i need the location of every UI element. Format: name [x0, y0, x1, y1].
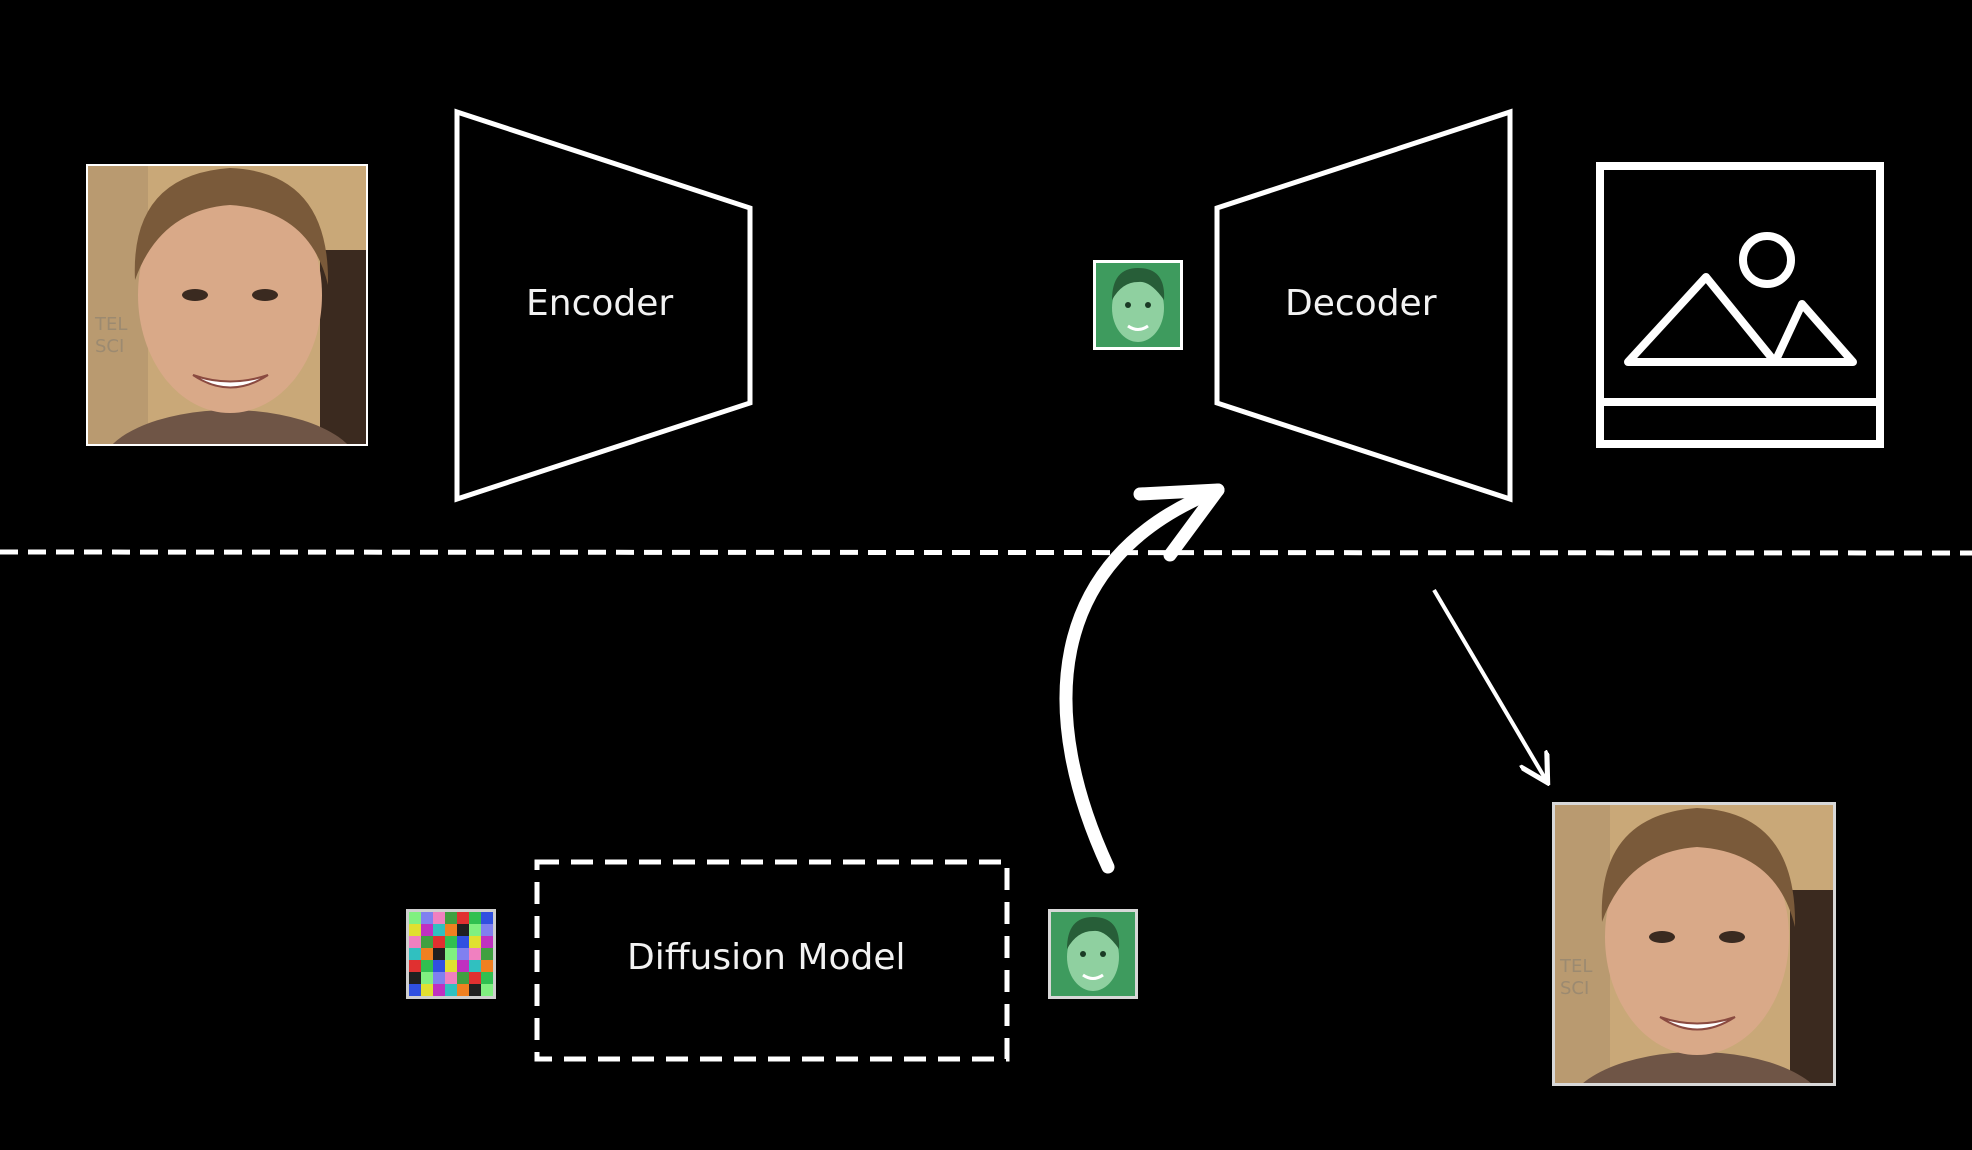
noise-cell [409, 948, 421, 960]
latent-thumbnail-bottom [1048, 909, 1138, 999]
encoder-label: Encoder [526, 283, 674, 324]
noise-cell [409, 912, 421, 924]
curved-arrow [1059, 483, 1225, 874]
noise-cell [481, 984, 493, 996]
svg-text:SCI: SCI [1560, 978, 1589, 999]
divider-dashed-line [0, 549, 1972, 556]
svg-text:TEL: TEL [94, 314, 127, 335]
output-arrow [1432, 588, 1546, 780]
noise-cell [433, 924, 445, 936]
diffusion-model-label: Diffusion Model [627, 937, 906, 978]
decoder-trapezoid [1214, 108, 1513, 503]
svg-text:SCI: SCI [95, 336, 124, 357]
noise-cell [421, 960, 433, 972]
noise-cell [445, 924, 457, 936]
noise-cell [469, 912, 481, 924]
input-face-photo: TEL SCI [86, 164, 368, 446]
noise-cell [445, 972, 457, 984]
output-face-photo: TEL SCI [1552, 802, 1836, 1086]
noise-cell [409, 936, 421, 948]
noise-cell [457, 960, 469, 972]
noise-cell [421, 984, 433, 996]
noise-cell [457, 948, 469, 960]
noise-cell [481, 948, 493, 960]
noise-cell [409, 924, 421, 936]
noise-cell [445, 912, 457, 924]
latent-thumbnail-top [1093, 260, 1183, 350]
noise-cell [421, 936, 433, 948]
noise-cell [409, 984, 421, 996]
noise-cell [421, 912, 433, 924]
noise-cell [457, 984, 469, 996]
noise-cell [445, 960, 457, 972]
noise-cell [409, 972, 421, 984]
image-icon [1596, 162, 1884, 448]
noise-cell [457, 924, 469, 936]
noise-cell [445, 948, 457, 960]
noise-cell [457, 912, 469, 924]
encoder-trapezoid [454, 108, 753, 503]
noise-cell [469, 948, 481, 960]
noise-cell [433, 948, 445, 960]
noise-cell [469, 924, 481, 936]
noise-cell [409, 960, 421, 972]
noise-cell [457, 972, 469, 984]
noise-cell [469, 936, 481, 948]
noise-cell [433, 960, 445, 972]
noise-latent-icon [406, 909, 496, 999]
noise-cell [433, 984, 445, 996]
noise-cell [445, 936, 457, 948]
noise-cell [457, 936, 469, 948]
noise-cell [469, 960, 481, 972]
noise-cell [481, 972, 493, 984]
noise-cell [433, 936, 445, 948]
noise-cell [469, 984, 481, 996]
noise-cell [433, 972, 445, 984]
noise-cell [481, 924, 493, 936]
svg-text:TEL: TEL [1559, 956, 1592, 977]
noise-cell [433, 912, 445, 924]
decoder-label: Decoder [1285, 283, 1437, 324]
noise-cell [481, 936, 493, 948]
noise-cell [445, 984, 457, 996]
noise-cell [469, 972, 481, 984]
noise-cell [481, 960, 493, 972]
noise-cell [421, 972, 433, 984]
noise-cell [481, 912, 493, 924]
noise-cell [421, 924, 433, 936]
diffusion-model-box [534, 859, 1010, 1062]
noise-cell [421, 948, 433, 960]
